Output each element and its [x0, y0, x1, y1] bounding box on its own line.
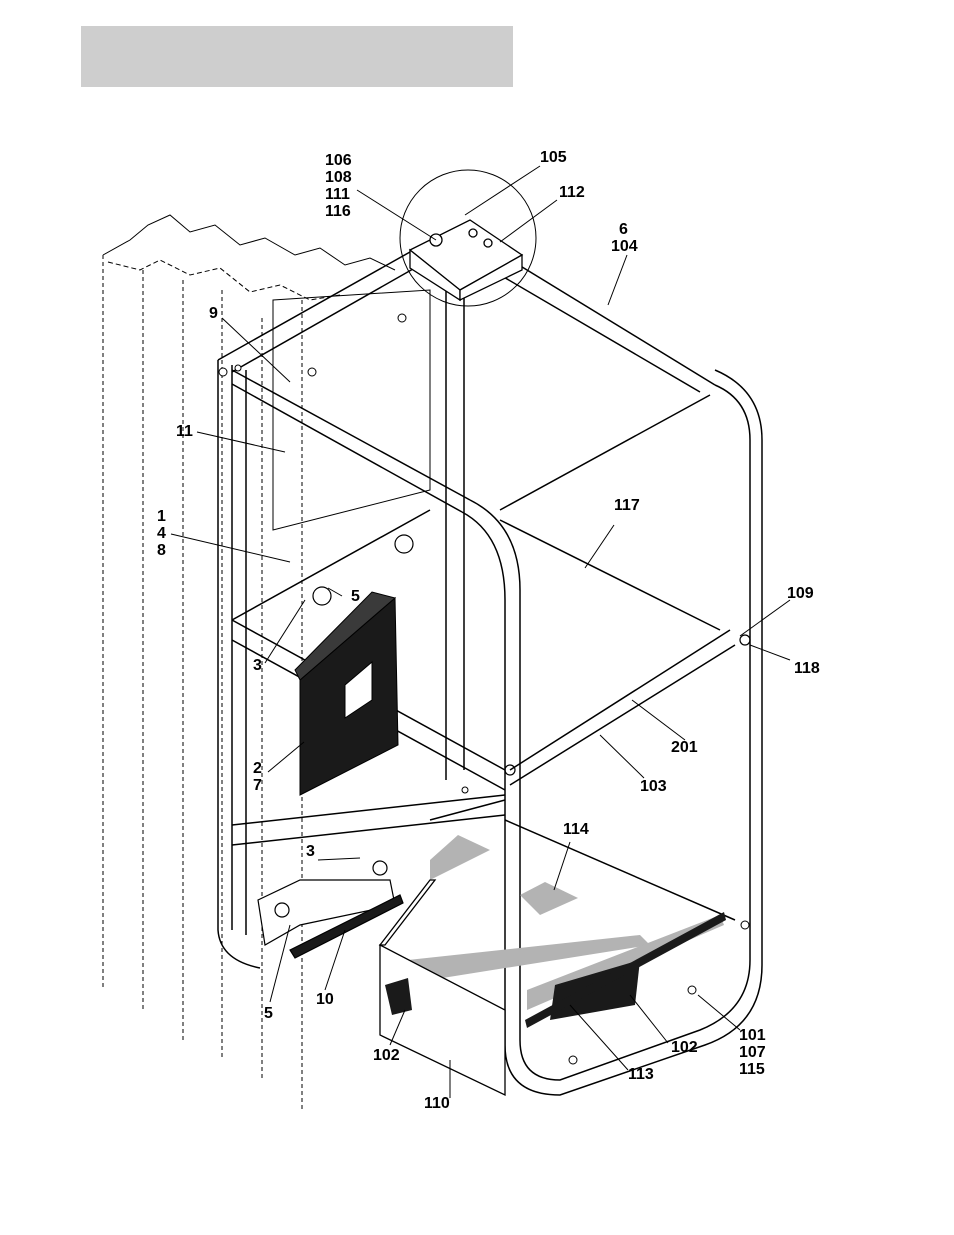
- wall-break-line: [103, 215, 395, 270]
- callout-9: 9: [209, 305, 218, 322]
- background-wall: [103, 255, 302, 1110]
- wall-panel: [273, 290, 430, 530]
- panel-bolt: [308, 368, 316, 376]
- callout-118: 118: [794, 660, 820, 677]
- joint-block: [410, 220, 522, 300]
- callout-105: 105: [540, 149, 567, 166]
- callout-3-lower: 3: [306, 843, 315, 860]
- callout-201: 201: [671, 739, 698, 756]
- callout-5-lower: 5: [264, 1005, 273, 1022]
- callout-5-upper: 5: [351, 588, 360, 605]
- callout-110: 110: [424, 1095, 450, 1112]
- callout-113: 113: [628, 1066, 654, 1083]
- callout-102-right: 102: [671, 1039, 698, 1056]
- panel-bolt: [398, 314, 406, 322]
- callout-109: 109: [787, 585, 814, 602]
- side-strip: [525, 912, 726, 1028]
- callout-114: 114: [563, 821, 589, 838]
- callout-112: 112: [559, 184, 585, 201]
- callout-117: 117: [614, 497, 640, 514]
- callout-102-left: 102: [373, 1047, 400, 1064]
- callout-3-upper: 3: [253, 657, 262, 674]
- callout-103: 103: [640, 778, 667, 795]
- callout-10: 10: [316, 991, 334, 1008]
- callout-11: 11: [176, 423, 193, 440]
- manual-case: [295, 592, 398, 795]
